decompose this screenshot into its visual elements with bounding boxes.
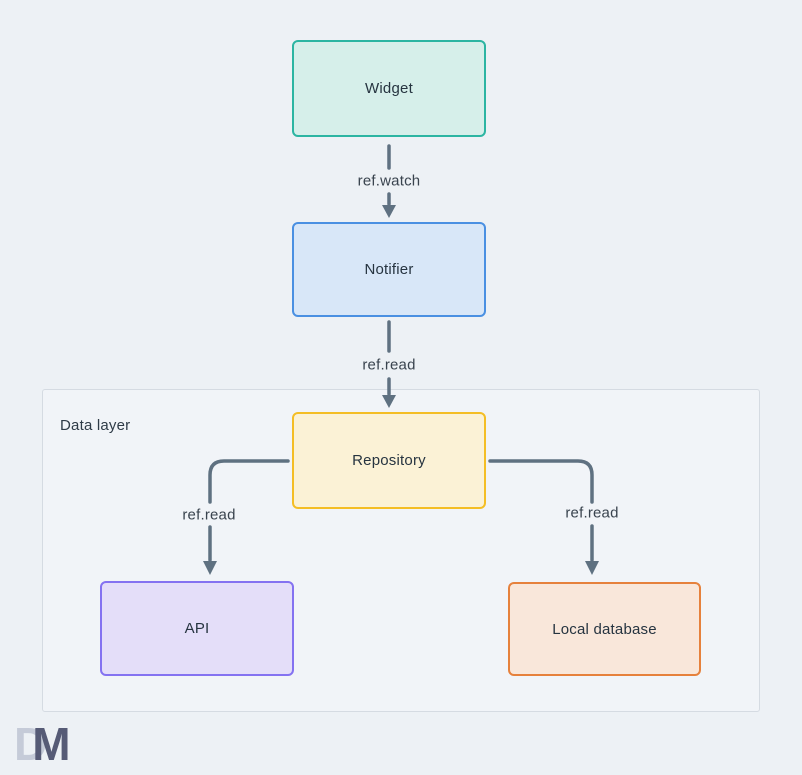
- dm-logo: D M: [14, 718, 71, 770]
- node-api-label: API: [184, 620, 210, 637]
- arrowhead-widget-notifier: [382, 205, 396, 218]
- data-layer-label: Data layer: [60, 417, 131, 434]
- edge-label-ref-watch: ref.watch: [357, 172, 421, 190]
- node-local-database-label: Local database: [552, 620, 657, 638]
- logo-letter-m: M: [32, 718, 71, 770]
- node-widget: Widget: [292, 40, 486, 137]
- node-notifier: Notifier: [292, 222, 486, 317]
- edge-repository-api-seg1: [208, 459, 290, 504]
- arrowhead-repository-api: [203, 561, 217, 575]
- edge-repository-localdb-seg1: [488, 459, 594, 504]
- node-repository: Repository: [292, 412, 486, 509]
- edge-label-ref-read-3: ref.read: [565, 504, 619, 522]
- node-widget-label: Widget: [365, 80, 413, 97]
- node-local-database: Local database: [508, 582, 701, 676]
- arrowhead-notifier-repository: [382, 395, 396, 408]
- node-api: API: [100, 581, 294, 676]
- edge-label-ref-read-2: ref.read: [182, 506, 236, 524]
- edge-label-ref-read-1: ref.read: [362, 356, 416, 374]
- node-repository-label: Repository: [352, 452, 426, 469]
- node-notifier-label: Notifier: [364, 261, 414, 278]
- logo-letter-d: D: [14, 718, 48, 770]
- arrowhead-repository-localdb: [585, 561, 599, 575]
